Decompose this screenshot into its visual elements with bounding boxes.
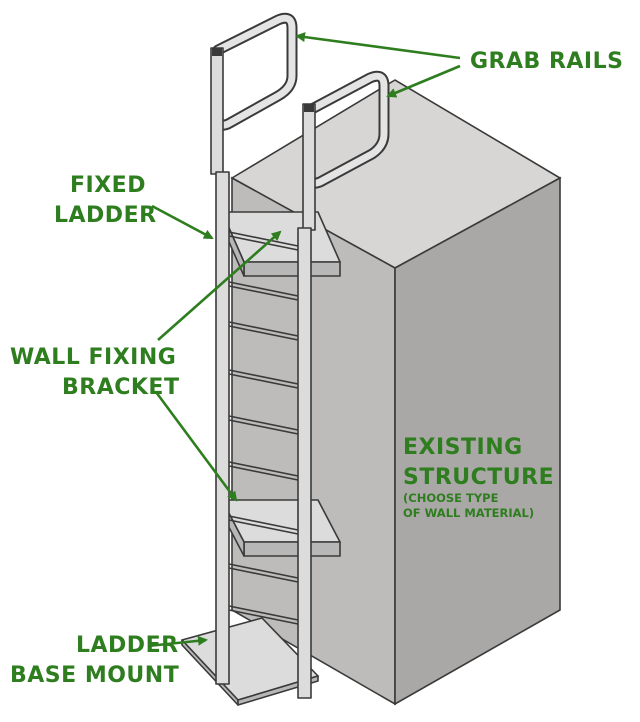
leader-base-mount: [147, 635, 208, 648]
labels: GRAB RAILS FIXED LADDER WALL FIXING BRAC…: [10, 49, 623, 688]
ladder-rungs: [228, 231, 299, 625]
existing-structure: [230, 79, 562, 706]
label-structure-note-line2: OF WALL MATERIAL): [403, 506, 534, 520]
label-base-line1: LADDER: [76, 633, 179, 658]
leader-fixed-ladder: [151, 204, 214, 240]
structure-side-face: [394, 176, 561, 706]
label-wall-bracket-line1: WALL FIXING: [10, 345, 176, 370]
ladder-stile-left: [210, 47, 230, 685]
label-structure-note-line1: (CHOOSE TYPE: [403, 491, 499, 505]
lower-wall-bracket: [221, 499, 341, 557]
label-structure-line2: STRUCTURE: [403, 465, 554, 490]
ladder-stile-right: [297, 103, 316, 699]
label-fixed-ladder-line1: FIXED: [70, 173, 146, 198]
leader-wall-bracket-lower: [154, 391, 238, 502]
label-grab-rails: GRAB RAILS: [470, 49, 623, 74]
label-fixed-ladder-line2: LADDER: [54, 203, 157, 228]
leader-wall-bracket-upper: [157, 230, 282, 341]
grab-rail-left: [212, 12, 298, 131]
leader-grab-rail-lower: [386, 64, 461, 98]
label-structure-line1: EXISTING: [403, 435, 523, 460]
label-base-line2: BASE MOUNT: [10, 663, 179, 688]
label-wall-bracket-line2: BRACKET: [62, 375, 179, 400]
leader-lines: [147, 32, 461, 648]
leader-grab-rail-upper: [295, 32, 461, 60]
